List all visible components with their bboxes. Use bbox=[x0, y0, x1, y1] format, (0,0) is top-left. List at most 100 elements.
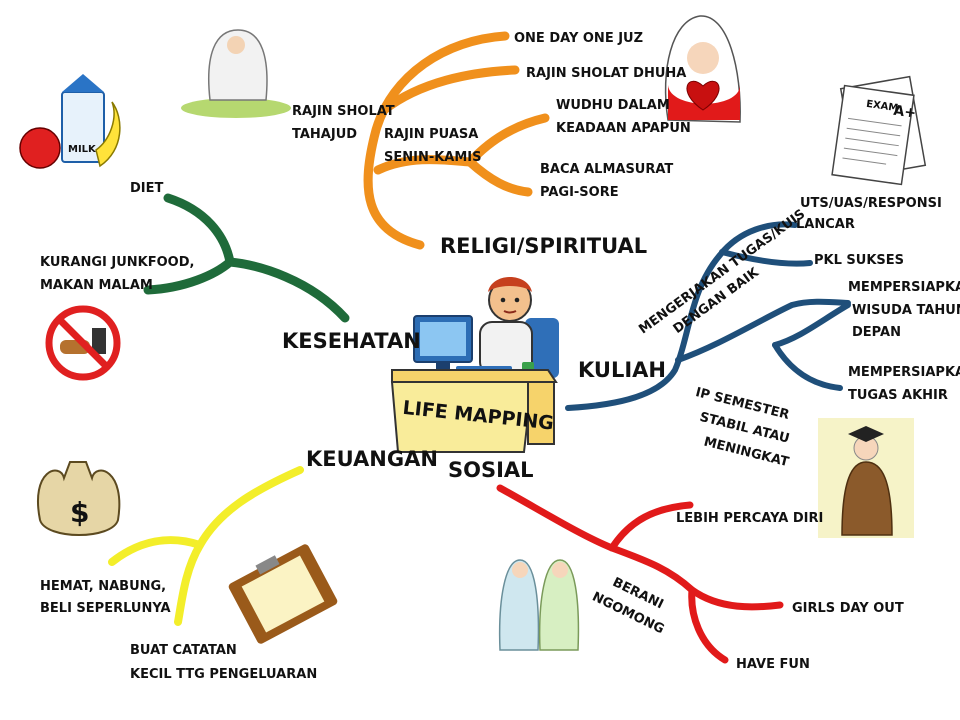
person-hair bbox=[488, 277, 532, 292]
person-eye bbox=[514, 297, 520, 303]
kesehatan-trunk-upper bbox=[163, 193, 235, 267]
kuliah-branch-lines bbox=[565, 221, 851, 411]
girl-face bbox=[687, 42, 719, 74]
center-computer-illustration: LIFE MAPPING bbox=[390, 277, 559, 453]
kuliah-wisuda-2: WISUDA TAHUN bbox=[852, 303, 960, 318]
keuangan-catatan-1: BUAT CATATAN bbox=[130, 643, 237, 658]
religi-twig-almasurat bbox=[465, 157, 533, 197]
milk-label: MILK bbox=[68, 144, 97, 155]
no-junkfood-sign bbox=[45, 305, 121, 381]
religi-twig-puasa bbox=[373, 155, 475, 175]
religi-puasa-1: RAJIN PUASA bbox=[384, 127, 478, 142]
kesehatan-label: KESEHATAN bbox=[282, 329, 421, 353]
kesehatan-diet: DIET bbox=[130, 181, 164, 196]
praying-woman-illustration bbox=[181, 29, 291, 118]
sosial-girls: GIRLS DAY OUT bbox=[792, 601, 904, 616]
kuliah-twig-ta bbox=[772, 302, 851, 348]
sosial-twig-fun bbox=[688, 586, 729, 664]
clipboard-illustration bbox=[228, 544, 338, 644]
two-hijab-girls-illustration bbox=[498, 559, 580, 651]
keuangan-catatan-2: KECIL TTG PENGELUARAN bbox=[130, 667, 317, 682]
hijab-girl-heart-illustration bbox=[664, 15, 741, 123]
religi-tahajud-1: RAJIN SHOLAT bbox=[292, 104, 395, 119]
girl-right bbox=[538, 559, 580, 651]
kesehatan-junkfood-2: MAKAN MALAM bbox=[40, 278, 153, 293]
kuliah-pkl: PKL SUKSES bbox=[814, 253, 904, 268]
kuliah-uts-2: LANCAR bbox=[796, 217, 855, 232]
dollar-icon: $ bbox=[70, 496, 89, 529]
praying-woman-face bbox=[227, 36, 245, 54]
sosial-berani-group: BERANI NGOMONG bbox=[590, 575, 667, 637]
grade-label: A+ bbox=[892, 103, 917, 122]
exam-label: EXAM bbox=[865, 99, 898, 114]
girl-dress bbox=[668, 85, 740, 120]
religi-dhuha: RAJIN SHOLAT DHUHA bbox=[526, 66, 686, 81]
girl-right-face bbox=[552, 562, 568, 578]
keuangan-branch-lines bbox=[108, 466, 304, 626]
religi-wudhu-2: KEADAAN APAPUN bbox=[556, 121, 691, 136]
desk-drawer bbox=[527, 381, 555, 445]
person-mouth bbox=[503, 310, 517, 314]
clipboard-paper bbox=[241, 555, 325, 633]
healthy-food-illustration: MILK bbox=[19, 74, 121, 169]
religi-almasurat-1: BACA ALMASURAT bbox=[540, 162, 673, 177]
kuliah-tugas-kuis-group: MENGERJAKAN TUGAS/KUIS DENGAN BAIK bbox=[636, 207, 808, 338]
religi-tahajud-2: TAHAJUD bbox=[292, 127, 357, 142]
apple bbox=[19, 127, 61, 169]
graduation-gown bbox=[841, 461, 893, 536]
kesehatan-branch-lines bbox=[143, 193, 350, 323]
kuliah-ta-1: MEMPERSIAPKAN bbox=[848, 365, 960, 380]
kuliah-twig-ta2 bbox=[772, 342, 843, 391]
monitor-stand bbox=[436, 362, 450, 370]
religi-almasurat-2: PAGI-SORE bbox=[540, 185, 619, 200]
kuliah-uts-1: UTS/UAS/RESPONSI bbox=[800, 196, 942, 211]
money-bag-illustration: $ bbox=[37, 461, 121, 536]
kesehatan-junkfood-1: KURANGI JUNKFOOD, bbox=[40, 255, 194, 270]
sosial-percaya: LEBIH PERCAYA DIRI bbox=[676, 511, 823, 526]
keuangan-twig-hemat bbox=[108, 536, 204, 566]
milk-carton-top bbox=[62, 74, 104, 92]
keuangan-hemat-2: BELI SEPERLUNYA bbox=[40, 601, 171, 616]
kuliah-trunk bbox=[565, 221, 798, 411]
exam-lines bbox=[842, 117, 902, 165]
religi-puasa-2: SENIN-KAMIS bbox=[384, 150, 482, 165]
sosial-label: SOSIAL bbox=[448, 458, 534, 482]
sosial-trunk bbox=[496, 484, 784, 611]
person-eye bbox=[500, 297, 506, 303]
religi-label: RELIGI/SPIRITUAL bbox=[440, 234, 647, 258]
exam-paper-illustration: EXAM A+ bbox=[831, 75, 927, 186]
religi-branch-lines bbox=[363, 31, 550, 250]
religi-wudhu-1: WUDHU DALAM bbox=[556, 98, 670, 113]
religi-twig-dhuha bbox=[379, 65, 520, 115]
girl-left-face bbox=[512, 562, 528, 578]
mortarboard-icon bbox=[848, 426, 884, 442]
kuliah-twig-pkl bbox=[719, 249, 813, 267]
kuliah-tugas-kuis-1: MENGERJAKAN TUGAS/KUIS bbox=[636, 207, 808, 338]
sosial-fun: HAVE FUN bbox=[736, 657, 810, 672]
prayer-mat bbox=[181, 98, 291, 118]
sosial-branch-lines bbox=[496, 484, 784, 664]
heart-icon bbox=[686, 80, 720, 111]
kuliah-wisuda-1: MEMPERSIAPKAN bbox=[848, 280, 960, 295]
drink-cup-icon bbox=[92, 328, 106, 354]
desk-top bbox=[391, 369, 558, 383]
graduation-girl-illustration bbox=[818, 418, 914, 538]
kuliah-wisuda-3: DEPAN bbox=[852, 325, 901, 340]
kuliah-label: KULIAH bbox=[578, 358, 666, 382]
keuangan-hemat-1: HEMAT, NABUNG, bbox=[40, 579, 166, 594]
kuliah-ip-group: IP SEMESTER STABIL ATAU MENINGKAT bbox=[694, 385, 791, 470]
keuangan-label: KEUANGAN bbox=[306, 447, 438, 471]
kuliah-ta-2: TUGAS AKHIR bbox=[848, 388, 948, 403]
praying-woman-robe bbox=[208, 29, 268, 101]
prohibition-slash bbox=[56, 316, 110, 370]
banana bbox=[95, 101, 121, 168]
kuliah-twig-wisuda bbox=[675, 298, 851, 363]
money-bag bbox=[37, 461, 121, 536]
sosial-twig-percaya bbox=[608, 501, 694, 552]
religi-twig-wudhu bbox=[465, 113, 550, 167]
girl-left bbox=[498, 559, 540, 651]
religi-trunk bbox=[363, 31, 510, 250]
desk-front bbox=[390, 381, 534, 453]
clipboard-clip bbox=[255, 555, 280, 575]
